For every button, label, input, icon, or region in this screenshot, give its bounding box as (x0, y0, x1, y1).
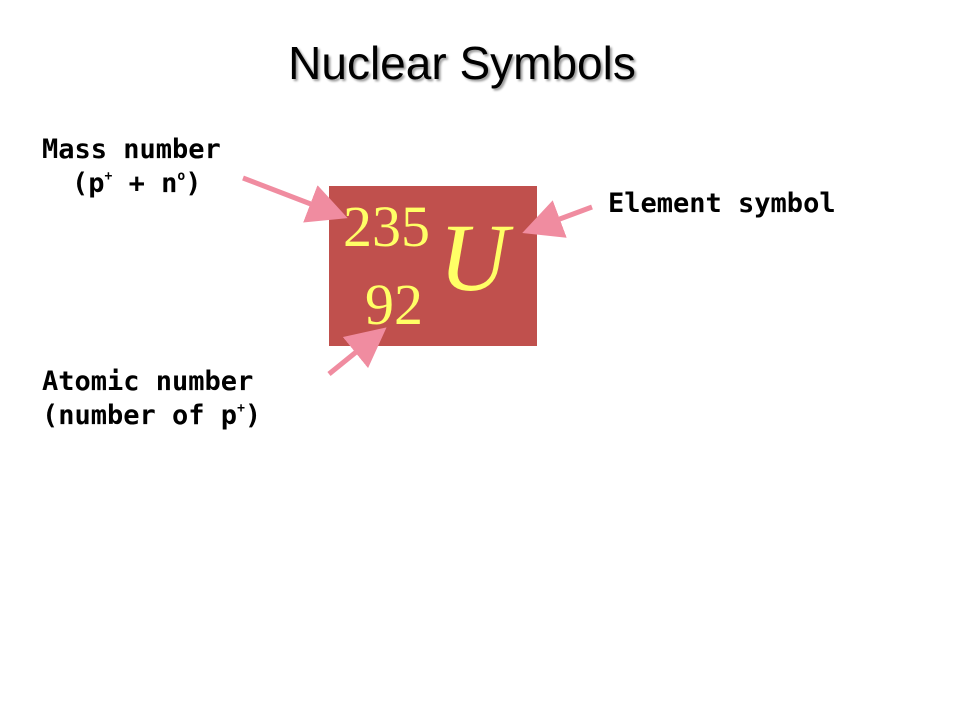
proton-charge-sup-2: + (237, 401, 245, 416)
atomic-number-formula-open: (number of p (42, 400, 238, 431)
atomic-number-label-line2: (number of p+) (42, 399, 261, 433)
mass-number-label-line2: (p+ + no) (42, 167, 221, 201)
atomic-number-label-line1: Atomic number (42, 366, 254, 397)
atomic-number-formula-close: ) (244, 400, 262, 431)
mass-number-formula-open: (p (72, 168, 105, 199)
proton-charge-sup: + (104, 169, 113, 184)
nuclide-symbol-box: 235 92 U (329, 186, 537, 346)
atomic-number-value: 92 (365, 272, 423, 337)
atomic-number-label: Atomic number (number of p+) (42, 365, 261, 433)
element-symbol-value: U (439, 204, 509, 311)
page-title: Nuclear Symbols (288, 37, 636, 89)
mass-number-value: 235 (343, 194, 430, 259)
mass-number-label: Mass number (p+ + no) (42, 133, 221, 201)
element-symbol-label: Element symbol (608, 188, 836, 219)
mass-number-arrow (242, 175, 348, 223)
mass-number-label-line1: Mass number (42, 134, 221, 165)
mass-number-formula-close: ) (185, 168, 202, 199)
neutron-charge-sup: o (177, 169, 186, 184)
element-symbol-arrow (522, 200, 593, 238)
mass-number-formula-mid: + n (112, 168, 178, 199)
